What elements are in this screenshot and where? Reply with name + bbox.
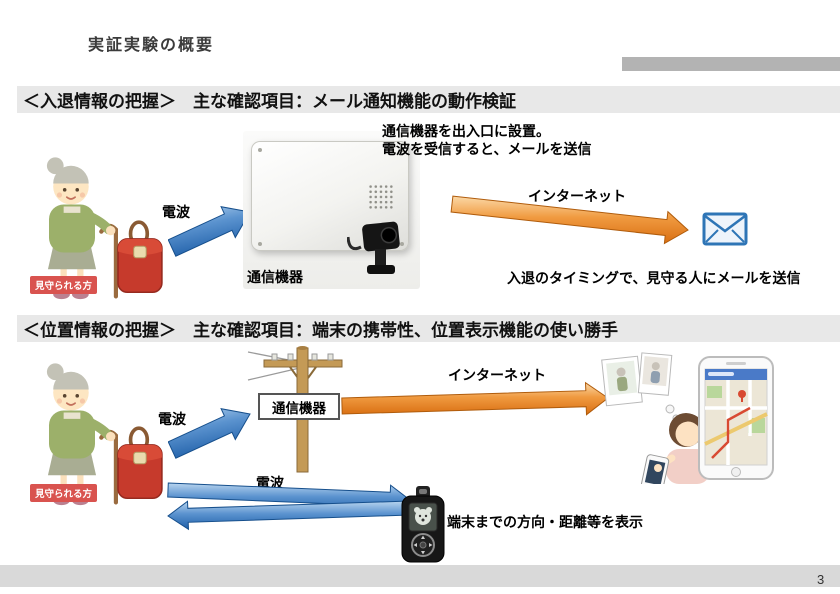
radio-arrow-from-terminal <box>167 500 411 531</box>
top-accent-bar <box>622 57 840 71</box>
internet-label-1: インターネット <box>528 188 626 204</box>
device-placement-note-line2: 電波を受信すると、メールを送信 <box>382 141 592 158</box>
communication-device-photo <box>243 131 420 289</box>
smartphone-map-illustration <box>698 356 774 480</box>
device-label: 通信機器 <box>247 269 303 285</box>
page-number: 3 <box>817 572 825 587</box>
terminal-direction-note: 端末までの方向・距離等を表示 <box>447 514 643 530</box>
device-placement-note-line1: 通信機器を出入口に設置。 <box>382 123 550 139</box>
footer-bar <box>0 565 840 587</box>
section2-header: ＜位置情報の把握＞ 主な確認項目：端末の携帯性、位置表示機能の使い勝手 <box>17 315 840 342</box>
mail-envelope-icon <box>702 212 748 246</box>
device-placement-note: 通信機器を出入口に設置。 電波を受信すると、メールを送信 <box>382 122 591 158</box>
handheld-terminal-illustration <box>401 486 445 563</box>
screw-icon <box>258 148 262 152</box>
watcher-with-smartphone-illustration <box>601 352 710 484</box>
page-title: 実証実験の概要 <box>88 37 215 54</box>
section1-header: ＜入退情報の把握＞ 主な確認項目：メール通知機能の動作検証 <box>17 86 840 113</box>
section2-header-text: ＜位置情報の把握＞ 主な確認項目：端末の携帯性、位置表示機能の使い勝手 <box>23 321 618 340</box>
radio-wave-arrow-1 <box>168 206 251 257</box>
watched-person-tag-2: 見守られる方 <box>30 484 98 502</box>
screw-icon <box>400 148 404 152</box>
section1-header-text: ＜入退情報の把握＞ 主な確認項目：メール通知機能の動作検証 <box>23 92 516 111</box>
device-body <box>251 141 409 251</box>
speaker-grille-icon <box>368 184 394 210</box>
radio-wave-label-2: 電波 <box>158 411 186 427</box>
sensor-camera-icon <box>347 221 400 274</box>
radio-wave-label-1: 電波 <box>162 204 190 220</box>
screw-icon <box>258 242 262 246</box>
watched-person-tag: 見守られる方 <box>30 276 98 294</box>
internet-label-2: インターネット <box>448 367 546 383</box>
internet-arrow-1 <box>450 195 689 245</box>
radio-wave-arrow-2 <box>168 408 251 459</box>
pole-sign: 通信機器 <box>258 393 340 420</box>
mail-timing-note: 入退のタイミングで、見守る人にメールを送信 <box>507 270 801 286</box>
internet-arrow-2 <box>341 381 609 416</box>
screw-icon <box>400 242 404 246</box>
